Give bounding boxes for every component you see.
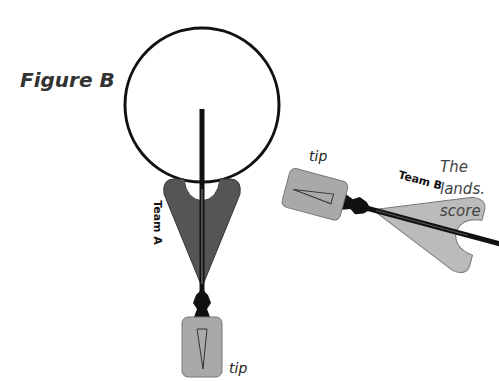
team-label: Team A bbox=[150, 200, 163, 245]
note-text: score bbox=[440, 202, 481, 220]
tip-label: tip bbox=[309, 148, 327, 164]
note-text: lands. bbox=[440, 180, 485, 198]
team-label: Team B bbox=[397, 168, 443, 192]
figure-title: Figure B bbox=[20, 68, 115, 92]
team-b-dart bbox=[276, 150, 499, 293]
note-text: The bbox=[440, 158, 468, 176]
tip-label: tip bbox=[229, 360, 247, 376]
team-a-dart bbox=[164, 109, 241, 377]
